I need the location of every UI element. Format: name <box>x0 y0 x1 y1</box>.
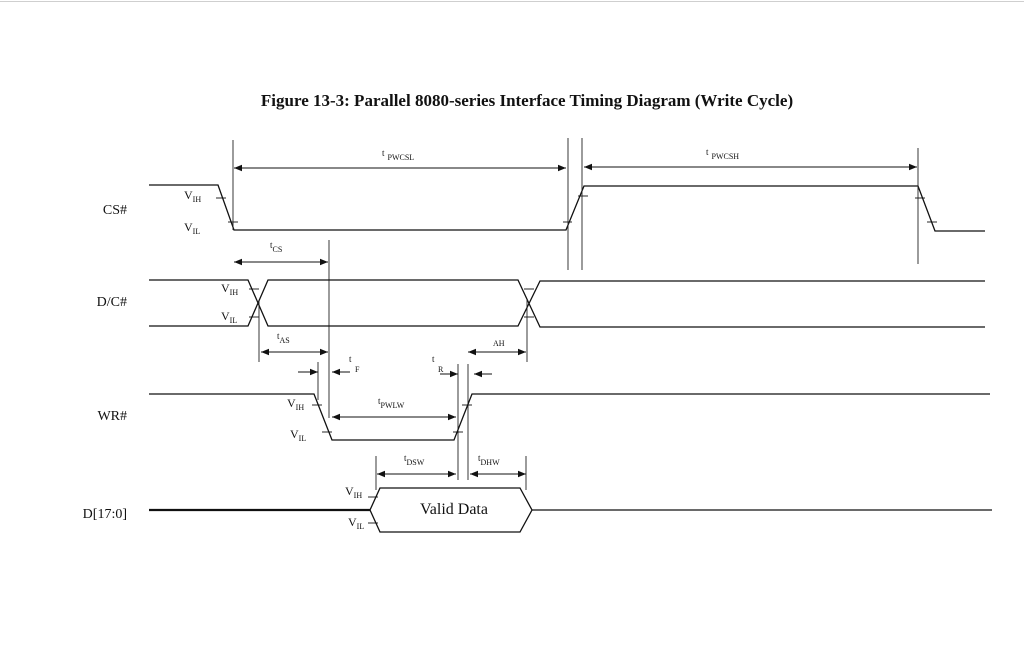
signal-label-data: D[17:0] <box>83 507 127 522</box>
svg-text:VIH: VIH <box>221 281 238 297</box>
svg-text:F: F <box>355 365 360 374</box>
signal-label-dc: D/C# <box>97 295 127 310</box>
tcs-label: tCS <box>270 240 282 254</box>
svg-text:t: t <box>432 354 435 364</box>
svg-text:VIL: VIL <box>290 427 306 443</box>
tdsw-label: tDSW <box>404 453 425 467</box>
wr-vih-label: VIH <box>287 396 304 412</box>
tf-label: t F <box>349 354 360 374</box>
signal-label-wr: WR# <box>97 409 127 424</box>
svg-text:VIL: VIL <box>221 309 237 325</box>
cs-vil-label: VIL <box>184 220 200 236</box>
svg-text:tDHW: tDHW <box>478 453 500 467</box>
svg-text:VIH: VIH <box>184 188 201 204</box>
cs-waveform <box>149 184 985 232</box>
cs-vih-label: VIH <box>184 188 201 204</box>
svg-text:R: R <box>438 365 444 374</box>
tah-label: AH <box>493 339 505 348</box>
data-vil-label: VIL <box>348 515 364 531</box>
dc-vil-label: VIL <box>221 309 237 325</box>
tr-label: t R <box>432 354 444 374</box>
svg-text:VIL: VIL <box>184 220 200 236</box>
svg-text:VIH: VIH <box>287 396 304 412</box>
data-waveform <box>149 487 992 533</box>
svg-text:t: t <box>349 354 352 364</box>
svg-text:tPWLW: tPWLW <box>378 396 405 410</box>
tdhw-label: tDHW <box>478 453 500 467</box>
svg-text:VIH: VIH <box>345 484 362 500</box>
dc-waveform <box>149 279 985 328</box>
svg-text:tDSW: tDSW <box>404 453 425 467</box>
svg-text:tCS: tCS <box>270 240 282 254</box>
svg-text:VIL: VIL <box>348 515 364 531</box>
data-vih-label: VIH <box>345 484 362 500</box>
figure-title: Figure 13-3: Parallel 8080-series Interf… <box>261 91 793 110</box>
wr-vil-label: VIL <box>290 427 306 443</box>
tpwlw-label: tPWLW <box>378 396 405 410</box>
signal-label-cs: CS# <box>103 203 127 218</box>
dc-vih-label: VIH <box>221 281 238 297</box>
wr-waveform <box>149 393 990 441</box>
tas-label: tAS <box>277 331 290 345</box>
svg-text:tAS: tAS <box>277 331 290 345</box>
valid-data-label: Valid Data <box>420 501 488 518</box>
